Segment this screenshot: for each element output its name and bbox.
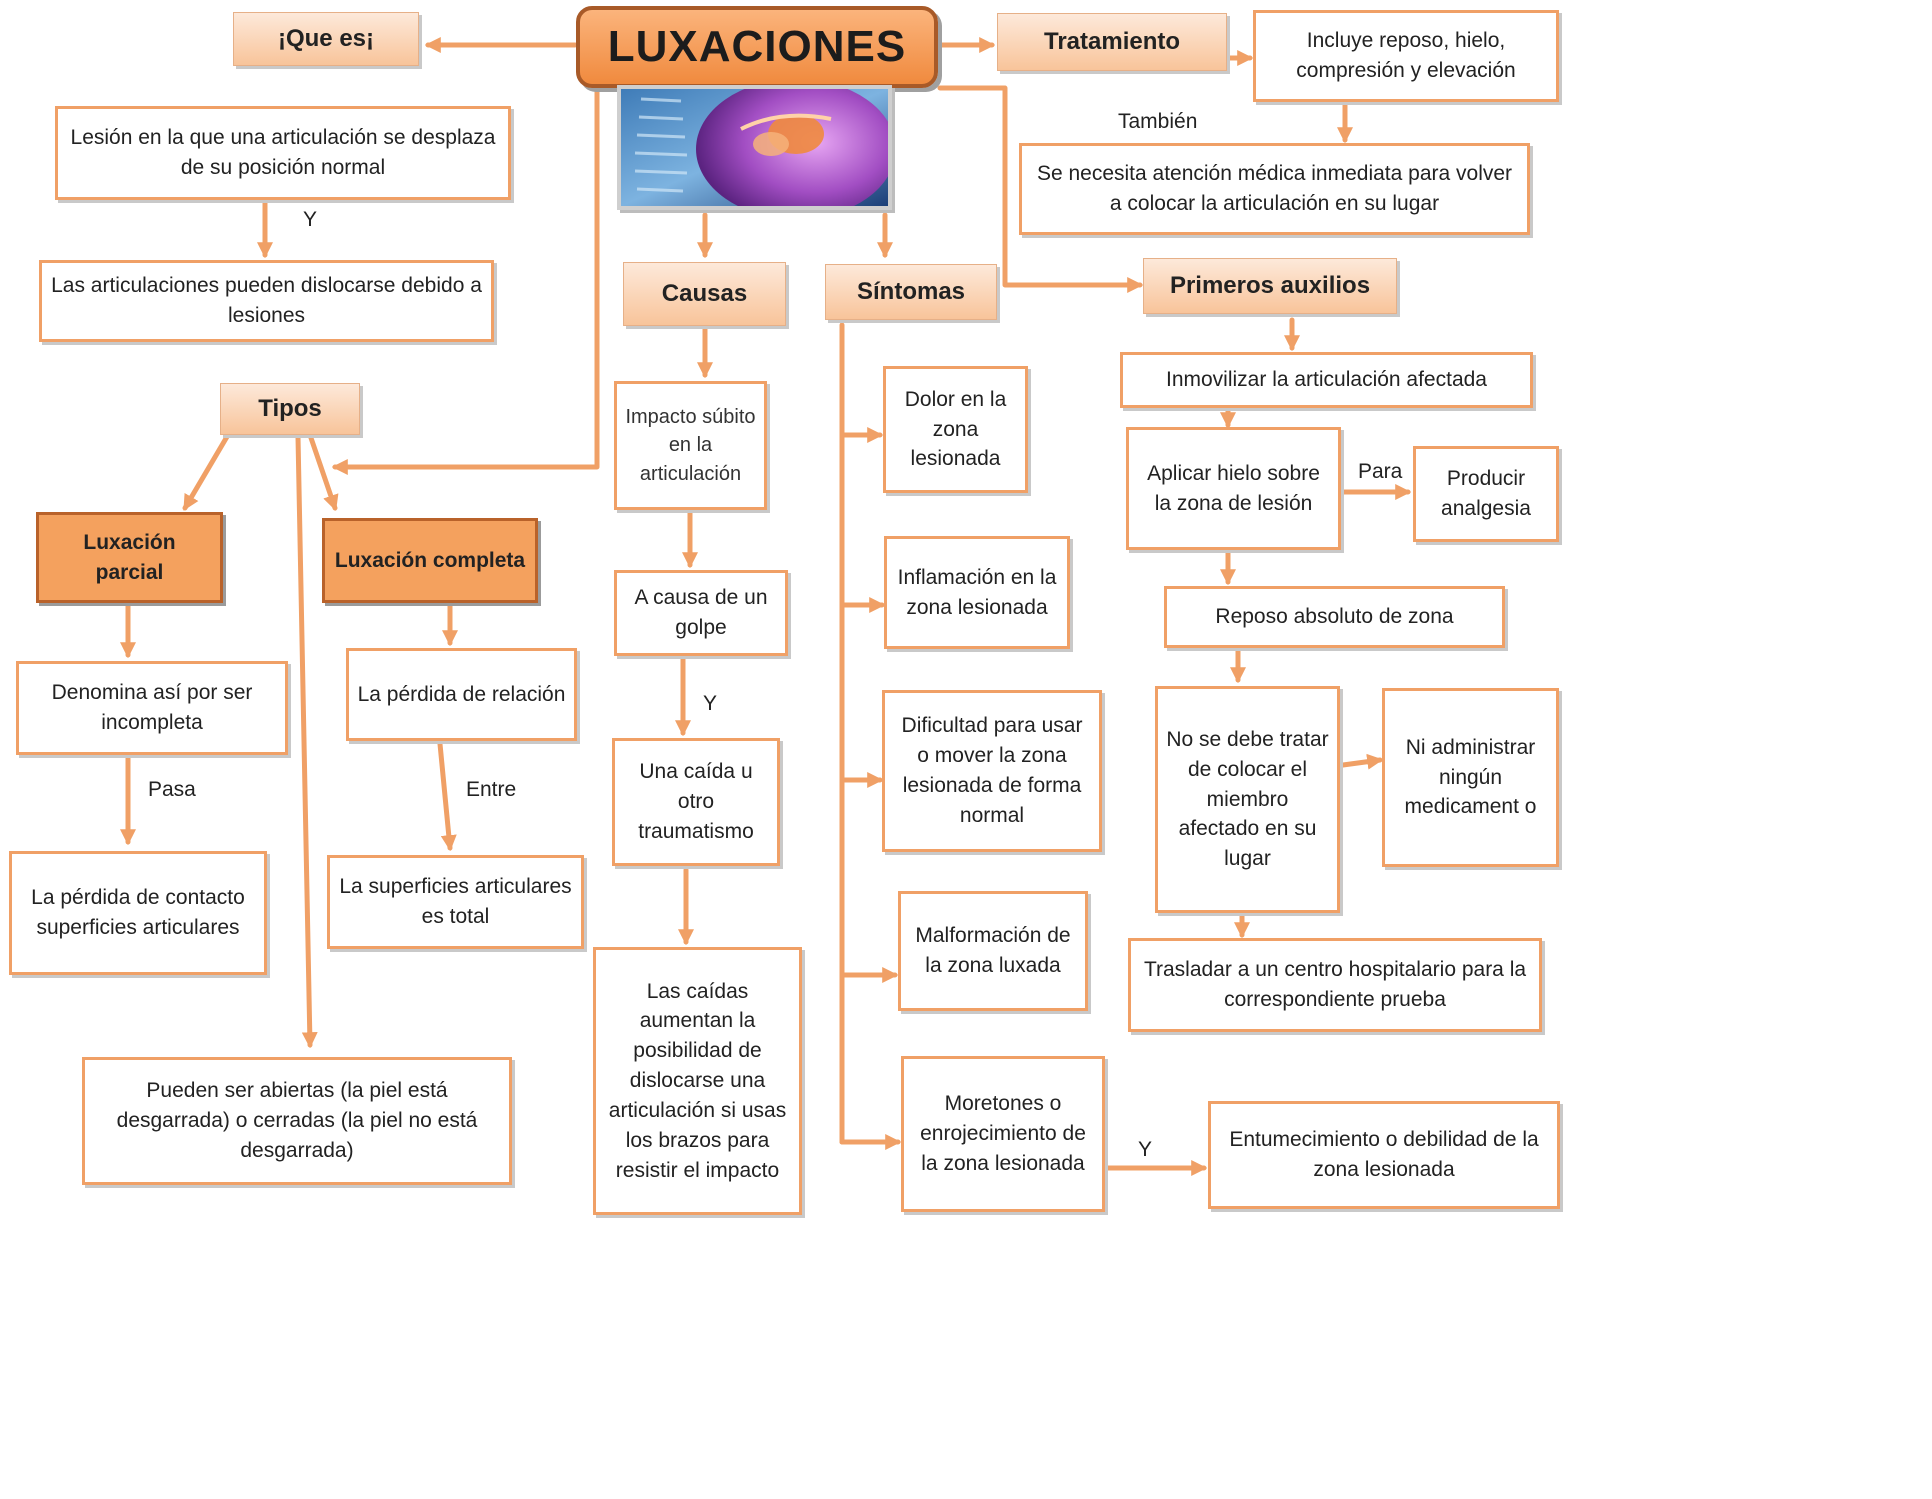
arrow-tipos-to-completa <box>307 432 339 512</box>
tratamiento-reposo-box: Incluye reposo, hielo, compresión y elev… <box>1253 10 1559 102</box>
arrow-tipos-to-abiertas <box>295 434 318 1049</box>
connector-label-y: Y <box>703 692 718 715</box>
sintoma-inflamacion-box: Inflamación en la zona lesionada <box>884 536 1070 649</box>
diagram-title: LUXACIONES <box>576 6 938 88</box>
arrow-title-to-tipos <box>331 85 600 476</box>
auxilio-analgesia-box: Producir analgesia <box>1413 446 1559 542</box>
connector-label-y: Y <box>1138 1138 1153 1161</box>
tipo-completa-total-box: La superficies articulares es total <box>327 855 584 949</box>
sintoma-malformacion-box: Malformación de la zona luxada <box>898 891 1088 1011</box>
header-que-es: ¡Que es¡ <box>233 12 419 66</box>
header-tratamiento: Tratamiento <box>997 13 1227 71</box>
causa-impacto-box: Impacto súbito en la articulación <box>614 381 767 510</box>
arrow-completa-def-to-total <box>437 741 457 852</box>
arrow-title-to-primeros-auxilios <box>937 85 1144 294</box>
auxilio-inmovilizar-box: Inmovilizar la articulación afectada <box>1120 352 1533 408</box>
arrow-tipos-to-parcial <box>182 432 231 511</box>
causa-golpe-box: A causa de un golpe <box>614 570 788 656</box>
connector-label-pasa: Pasa <box>148 778 196 801</box>
auxilio-hielo-box: Aplicar hielo sobre la zona de lesión <box>1126 427 1341 550</box>
connector-label-tambien: También <box>1118 110 1198 133</box>
causa-caida-box: Una caída u otro traumatismo <box>612 738 780 866</box>
connector-label-para: Para <box>1358 460 1403 483</box>
causa-caidas-aumentan-box: Las caídas aumentan la posibilidad de di… <box>593 947 802 1215</box>
header-sintomas: Síntomas <box>825 264 997 320</box>
connector-label-y: Y <box>303 208 318 231</box>
sintoma-moretones-box: Moretones o enrojecimiento de la zona le… <box>901 1056 1105 1212</box>
definicion-lesion-box: Lesión en la que una articulación se des… <box>55 106 511 200</box>
auxilio-ni-administrar-box: Ni administrar ningún medicament o <box>1382 688 1559 867</box>
tipo-completa-def-box: La pérdida de relación <box>346 648 577 741</box>
arrow-no-tratar-to-ni-administrar <box>1340 753 1384 770</box>
sintoma-entumecimiento-box: Entumecimiento o debilidad de la zona le… <box>1208 1101 1560 1209</box>
tipo-parcial-perdida-box: La pérdida de contacto superficies artic… <box>9 851 267 975</box>
sintoma-dolor-box: Dolor en la zona lesionada <box>883 366 1028 493</box>
tratamiento-atencion-box: Se necesita atención médica inmediata pa… <box>1019 143 1530 235</box>
header-tipos: Tipos <box>220 383 360 435</box>
header-luxacion-parcial: Luxación parcial <box>36 512 223 603</box>
header-primeros-auxilios: Primeros auxilios <box>1143 258 1397 314</box>
shoulder-joint-illustration <box>617 85 892 210</box>
auxilio-no-tratar-box: No se debe tratar de colocar el miembro … <box>1155 686 1340 913</box>
header-luxacion-completa: Luxación completa <box>322 518 538 603</box>
auxilio-reposo-box: Reposo absoluto de zona <box>1164 586 1505 648</box>
connector-lines <box>119 36 1412 1177</box>
sintoma-dificultad-box: Dificultad para usar o mover la zona les… <box>882 690 1102 852</box>
tipo-abiertas-cerradas-box: Pueden ser abiertas (la piel está desgar… <box>82 1057 512 1185</box>
auxilio-trasladar-box: Trasladar a un centro hospitalario para … <box>1128 938 1542 1032</box>
tipo-parcial-def-box: Denomina así por ser incompleta <box>16 661 288 755</box>
connector-label-entre: Entre <box>466 778 517 801</box>
header-causas: Causas <box>623 262 786 326</box>
definicion-articulaciones-box: Las articulaciones pueden dislocarse deb… <box>39 260 494 342</box>
